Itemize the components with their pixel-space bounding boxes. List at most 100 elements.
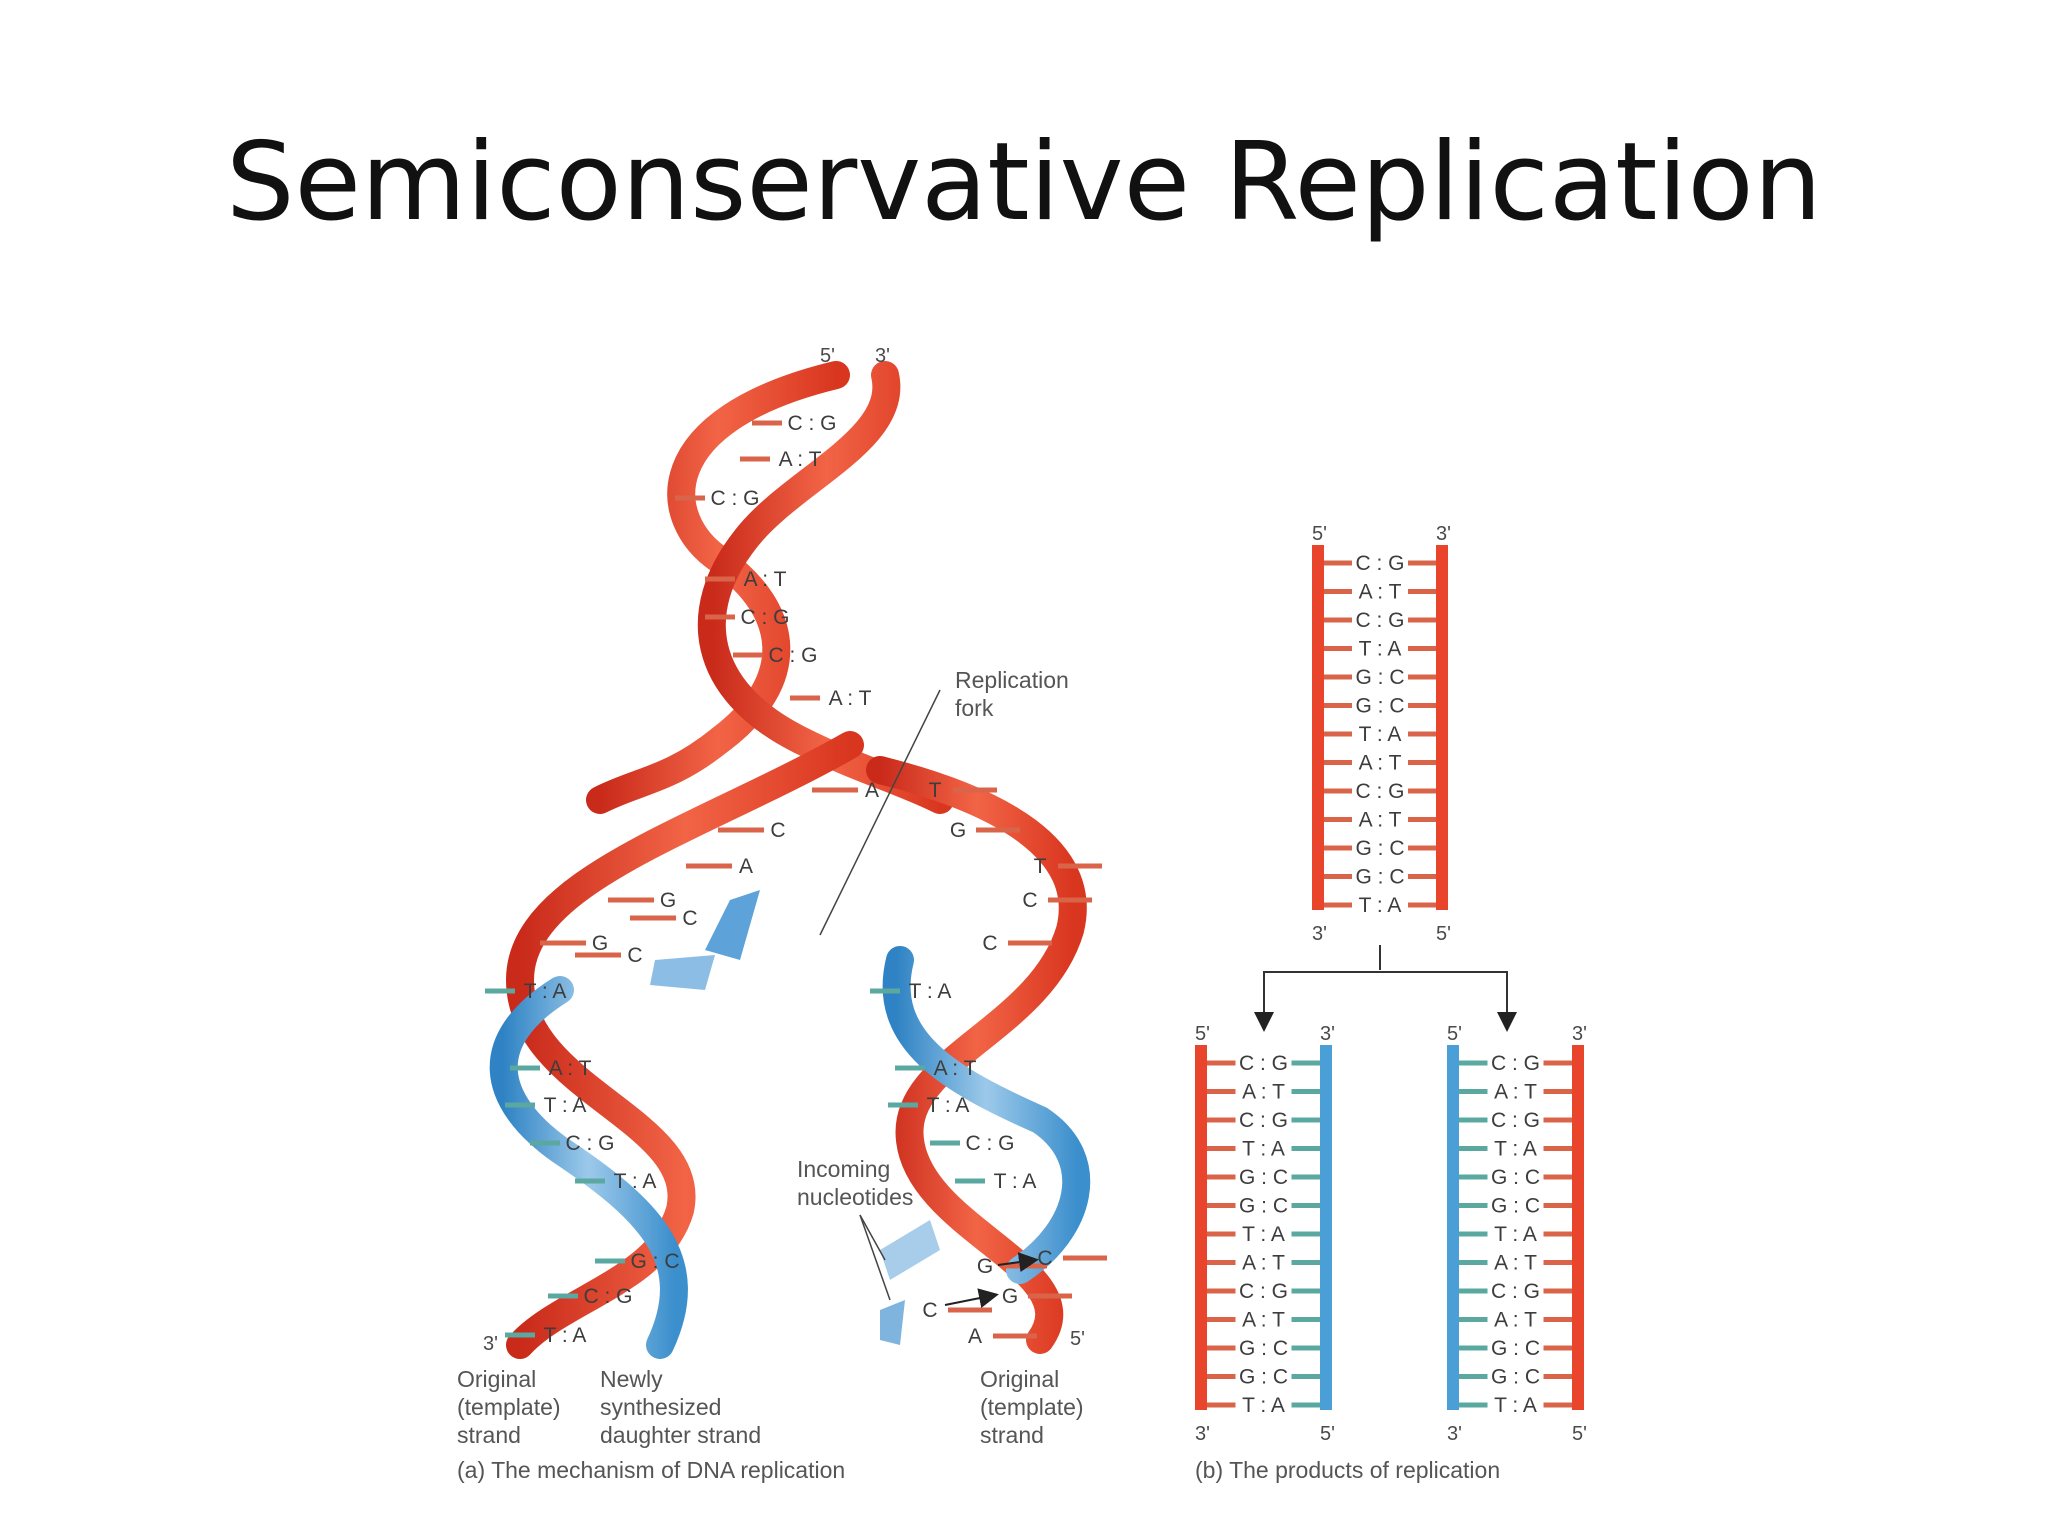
parent-pair-label: A : T <box>1359 581 1402 604</box>
incoming-fragment-1 <box>705 890 760 960</box>
left-product-pair-label: A : T <box>1242 1081 1285 1104</box>
left-daughter-base-pairs: T : AA : TT : AC : GT : AG : CC : GT : A <box>485 980 680 1347</box>
replication-fork-pointer <box>819 689 941 936</box>
right-product-pair-label: G : C <box>1491 1366 1540 1389</box>
left-product-pair-label: T : A <box>1242 1223 1285 1246</box>
right-product-blue-rail <box>1447 1045 1459 1410</box>
left-product-top-left-label: 5' <box>1195 1023 1210 1045</box>
left-daughter-strand <box>489 976 688 1359</box>
top-helix-strand-1 <box>586 361 850 814</box>
panel-a: 5' 3' C : GA : TC : GA : TC : GC : GA : … <box>457 345 1107 1483</box>
original-strand-left-label-2: (template) <box>457 1394 561 1420</box>
incoming-base-label: C <box>1037 1247 1052 1270</box>
right-product-bottom-right-label: 5' <box>1572 1423 1587 1445</box>
left-product-bottom-right-label: 5' <box>1320 1423 1335 1445</box>
incoming-nucleotides-label-1: Incoming <box>797 1156 890 1182</box>
right-unpaired-base-label: G <box>950 819 966 842</box>
left-product-pair-label: A : T <box>1242 1252 1285 1275</box>
left-unpaired-base-label: C <box>627 944 642 967</box>
parent-pair-label: T : A <box>1359 638 1402 661</box>
incoming-nucleotide-1 <box>880 1220 940 1280</box>
left-product-pair-label: T : A <box>1242 1394 1285 1417</box>
left-product-pair-label: C : G <box>1239 1109 1288 1132</box>
right-product-pair-label: T : A <box>1494 1223 1537 1246</box>
right-unpaired-base-label: T <box>929 779 942 802</box>
incoming-base-label: G <box>1002 1285 1018 1308</box>
right-product-pair-label: G : C <box>1491 1337 1540 1360</box>
left-unpaired-base-label: C <box>770 819 785 842</box>
panel-b: C : G A : T C : G T : A G : C G : C T : A A : T… <box>1195 523 1587 1483</box>
right-product-pair-label: C : G <box>1491 1280 1540 1303</box>
top-helix-strand-2 <box>697 361 954 814</box>
left-unpaired-base-label: C <box>682 907 697 930</box>
right-product-top-left-label: 5' <box>1447 1023 1462 1045</box>
incoming-pointer-1 <box>859 1214 886 1261</box>
replication-fork-label-2: fork <box>955 695 994 721</box>
top-base-pairs: C : GA : TC : GA : TC : GC : GA : T <box>675 412 872 710</box>
incoming-base-label: A <box>968 1325 982 1348</box>
right-unpaired-base-label: T <box>1034 855 1047 878</box>
parent-pair-label: G : C <box>1355 666 1404 689</box>
right-product-pair-label: C : G <box>1491 1109 1540 1132</box>
right-product-pair-label: A : T <box>1494 1081 1537 1104</box>
parent-pair-label: C : G <box>1355 609 1404 632</box>
right-pair-label: C : G <box>965 1132 1014 1155</box>
parent-bottom-left-label: 3' <box>1312 923 1327 945</box>
right-unpaired-base-label: C <box>982 932 997 955</box>
daughter-strand-label-1: Newly <box>600 1366 663 1392</box>
parent-pair-label: A : T <box>1359 752 1402 775</box>
panel-b-caption: (b) The products of replication <box>1195 1457 1500 1483</box>
original-strand-left-label-1: Original <box>457 1366 536 1392</box>
slide-title: Semiconservative Replication <box>225 120 1822 245</box>
panel-a-caption: (a) The mechanism of DNA replication <box>457 1457 845 1483</box>
top-pair-label: C : G <box>787 412 836 435</box>
left-pair-label: G : C <box>630 1250 679 1273</box>
left-pair-label: C : G <box>583 1285 632 1308</box>
left-product-pair-label: G : C <box>1239 1366 1288 1389</box>
daughter-strand-label-2: synthesized <box>600 1394 721 1420</box>
left-product-pairs: C : G A : T C : G T : A G : C G : C T : A A : T… <box>1207 1052 1320 1417</box>
incoming-base-label: G <box>977 1255 993 1278</box>
incoming-nucleotide-2 <box>880 1300 905 1345</box>
top-pair-label: A : T <box>829 687 872 710</box>
left-product-pair-label: C : G <box>1239 1052 1288 1075</box>
left-unpaired-base-label: A <box>739 855 753 878</box>
right-product-pair-label: A : T <box>1494 1309 1537 1332</box>
right-daughter-base-pairs: T : AA : TT : AC : GT : A <box>870 980 1036 1193</box>
top-pair-label: C : G <box>710 487 759 510</box>
incoming-arrow-2 <box>944 1288 999 1308</box>
left-pair-label: T : A <box>544 1094 587 1117</box>
right-parent-strand <box>866 756 1087 1354</box>
parent-top-left-label: 5' <box>1312 523 1327 545</box>
parent-pair-label: C : G <box>1355 780 1404 803</box>
left-product-pair-label: G : C <box>1239 1166 1288 1189</box>
left-pair-label: T : A <box>524 980 567 1003</box>
right-product-red-rail <box>1572 1045 1584 1410</box>
left-product-pair-label: T : A <box>1242 1138 1285 1161</box>
right-unpaired-base-label: C <box>1022 889 1037 912</box>
right-product-pairs: C : GA : TC : GT : AG : CG : CT : AA : T… <box>1459 1052 1572 1417</box>
right-product-pair-label: G : C <box>1491 1166 1540 1189</box>
parent-pair-label: G : C <box>1355 695 1404 718</box>
left-parent-strand <box>505 731 864 1359</box>
parent-bottom-right-label: 5' <box>1436 923 1451 945</box>
parent-pair-label: T : A <box>1359 723 1402 746</box>
right-product-bottom-left-label: 3' <box>1447 1423 1462 1445</box>
parent-pair-label: A : T <box>1359 809 1402 832</box>
top-pair-label: A : T <box>779 448 822 471</box>
right-product-top-right-label: 3' <box>1572 1023 1587 1045</box>
left-product-blue-rail <box>1320 1045 1332 1410</box>
left-product-pair-label: C : G <box>1239 1280 1288 1303</box>
left-product-top-right-label: 3' <box>1320 1023 1335 1045</box>
right-pair-label: A : T <box>934 1057 977 1080</box>
original-strand-right-label-3: strand <box>980 1422 1044 1448</box>
incoming-nucleotides-label-2: nucleotides <box>797 1184 913 1210</box>
parent-pair-label: C : G <box>1355 552 1404 575</box>
right-pair-label: T : A <box>927 1094 970 1117</box>
left-pair-label: T : A <box>544 1324 587 1347</box>
original-strand-right-label-1: Original <box>980 1366 1059 1392</box>
